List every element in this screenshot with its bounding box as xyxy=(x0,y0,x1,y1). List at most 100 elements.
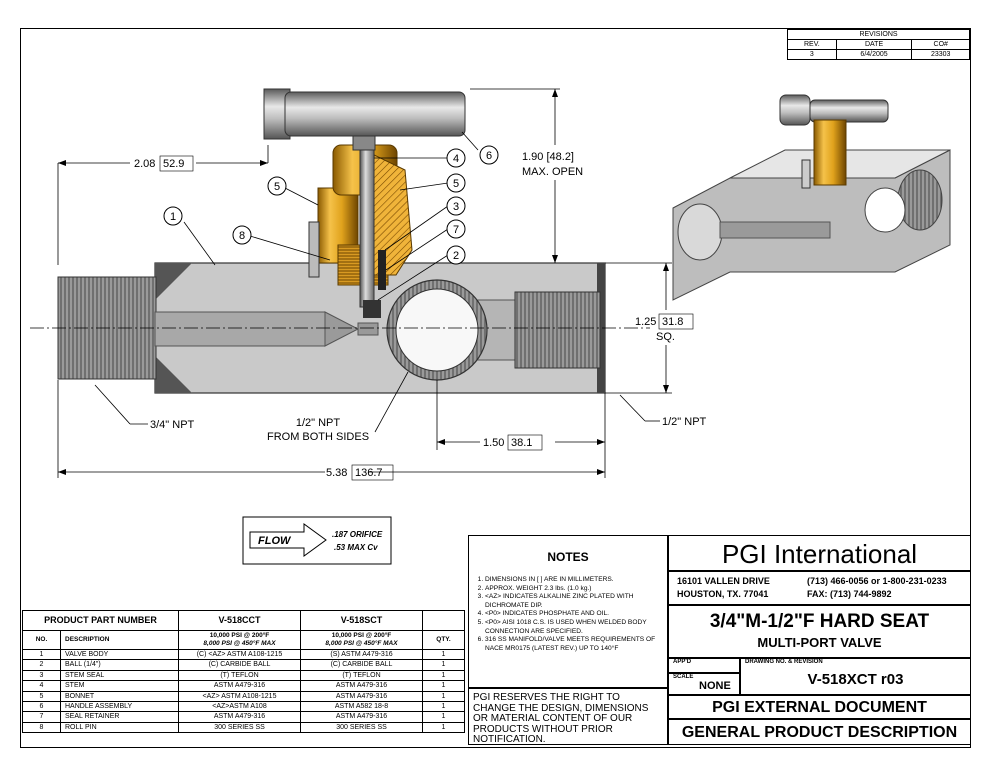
desc-header: DESCRIPTION xyxy=(60,630,179,650)
part-b: (T) TEFLON xyxy=(300,669,423,682)
port-offset-mm: 38.1 xyxy=(511,437,532,449)
part-desc: STEM xyxy=(60,680,179,692)
part-desc: ROLL PIN xyxy=(60,721,179,734)
part-no: 6 xyxy=(22,701,61,713)
part-b: ASTM A582 18-8 xyxy=(300,701,423,713)
handle-offset-mm: 52.9 xyxy=(163,158,184,170)
parts-table: PRODUCT PART NUMBER V-518CCT V-518SCT NO… xyxy=(22,610,465,734)
phone: (713) 466-0056 or 1-800-231-0233 xyxy=(807,576,947,586)
port-offset-dim: 1.50 xyxy=(483,437,504,449)
fax: FAX: (713) 744-9892 xyxy=(807,589,892,599)
note-item: <AZ> INDICATES ALKALINE ZINC PLATED WITH… xyxy=(485,593,661,610)
drawing-number-cell: DRAWING NO. & REVISION V-518XCT r03 xyxy=(740,658,971,695)
part-no: 3 xyxy=(22,669,61,682)
part-b: (C) CARBIDE BALL xyxy=(300,659,423,671)
part-qty: 1 xyxy=(422,711,465,723)
address-line-2: HOUSTON, TX. 77041 xyxy=(677,589,769,599)
part-desc: BALL (1/4") xyxy=(60,659,179,671)
item-balloons: 1 2 3 4 5 5 6 7 8 xyxy=(163,145,499,265)
part-a: ASTM A479-316 xyxy=(178,680,301,692)
square-dim: 1.25 xyxy=(635,316,656,328)
balloon-5-left: 5 xyxy=(274,181,280,193)
part-qty: 1 xyxy=(422,721,465,734)
flow-label: FLOW xyxy=(258,535,292,547)
balloon-6: 6 xyxy=(486,150,492,162)
part-qty: 1 xyxy=(422,690,465,703)
no-header: NO. xyxy=(22,630,61,650)
handle xyxy=(263,88,466,151)
note-item: <P0> AISI 1018 C.S. IS USED WHEN WELDED … xyxy=(485,619,661,636)
part-desc: BONNET xyxy=(60,690,179,703)
address-line-1: 16101 VALLEN DRIVE xyxy=(677,576,770,586)
inlet-thread-label: 3/4" NPT xyxy=(150,419,195,431)
part-b: (S) ASTM A479-316 xyxy=(300,648,423,661)
part-qty: 1 xyxy=(422,701,465,713)
flow-cv: .53 MAX Cv xyxy=(334,543,378,552)
title-line-1: 3/4"M-1/2"F HARD SEAT xyxy=(709,611,930,632)
address-block: 16101 VALLEN DRIVE HOUSTON, TX. 77041 (7… xyxy=(668,571,971,605)
scale-value: NONE xyxy=(699,680,731,692)
part-a: 300 SERIES SS xyxy=(178,721,301,734)
document-description: GENERAL PRODUCT DESCRIPTION xyxy=(668,719,971,745)
product-part-number-label: PRODUCT PART NUMBER xyxy=(22,610,179,631)
square-note: SQ. xyxy=(656,331,675,343)
balloon-1: 1 xyxy=(170,211,176,223)
part-a: ASTM A479-316 xyxy=(178,711,301,723)
length-dim: 5.38 xyxy=(326,467,347,479)
part-desc: VALVE BODY xyxy=(60,648,179,661)
part-no: 5 xyxy=(22,690,61,703)
length-mm: 136.7 xyxy=(355,467,383,479)
part-no: 4 xyxy=(22,680,61,692)
balloon-4: 4 xyxy=(453,153,459,165)
note-item: 316 SS MANIFOLD/VALVE MEETS REQUIREMENTS… xyxy=(485,636,661,653)
disclaimer: PGI RESERVES THE RIGHT TO CHANGE THE DES… xyxy=(468,688,668,745)
part-no: 7 xyxy=(22,711,61,723)
document-type: PGI EXTERNAL DOCUMENT xyxy=(668,695,971,719)
model-a: V-518CCT xyxy=(178,610,301,631)
dimension-arrows xyxy=(58,89,669,475)
part-no: 8 xyxy=(22,721,61,734)
part-qty: 1 xyxy=(422,648,465,661)
part-a: <AZ>ASTM A108 xyxy=(178,701,301,713)
notes-box: NOTES DIMENSIONS IN [ ] ARE IN MILLIMETE… xyxy=(468,535,668,688)
part-desc: SEAL RETAINER xyxy=(60,711,179,723)
appd-cell: APP'D xyxy=(668,658,740,673)
drawing-number: V-518XCT r03 xyxy=(807,671,904,688)
balloon-5-right: 5 xyxy=(453,178,459,190)
square-mm: 31.8 xyxy=(662,316,683,328)
balloon-7: 7 xyxy=(453,224,459,236)
part-b: 300 SERIES SS xyxy=(300,721,423,734)
isometric-view xyxy=(672,94,951,301)
height-note: MAX. OPEN xyxy=(522,166,583,178)
scale-label: SCALE xyxy=(673,674,694,680)
drawing-number-label: DRAWING NO. & REVISION xyxy=(745,659,823,665)
dimension-lines xyxy=(30,88,672,478)
note-item: <P0> INDICATES PHOSPHATE AND OIL. xyxy=(485,610,661,619)
drawing-title: 3/4"M-1/2"F HARD SEAT MULTI-PORT VALVE xyxy=(668,605,971,658)
title-line-2: MULTI-PORT VALVE xyxy=(757,635,882,650)
co-value: 23303 xyxy=(911,49,970,60)
part-a: (C) CARBIDE BALL xyxy=(178,659,301,671)
scale-cell: SCALE NONE xyxy=(668,673,740,695)
company-name: PGI International xyxy=(668,535,971,571)
part-b: ASTM A479-316 xyxy=(300,680,423,692)
table-row: 1 VALVE BODY(C) <AZ> ASTM A108-1215(S) AS… xyxy=(22,648,465,661)
balloon-3: 3 xyxy=(453,201,459,213)
handle-offset-dim: 2.08 xyxy=(134,158,155,170)
part-a: (C) <AZ> ASTM A108-1215 xyxy=(178,648,301,661)
part-desc: STEM SEAL xyxy=(60,669,179,682)
date-value: 6/4/2005 xyxy=(835,49,913,60)
balloon-8: 8 xyxy=(239,230,245,242)
part-qty: 1 xyxy=(422,680,465,692)
part-a: <AZ> ASTM A108-1215 xyxy=(178,690,301,703)
bonnet xyxy=(308,141,413,318)
part-no: 2 xyxy=(22,659,61,671)
